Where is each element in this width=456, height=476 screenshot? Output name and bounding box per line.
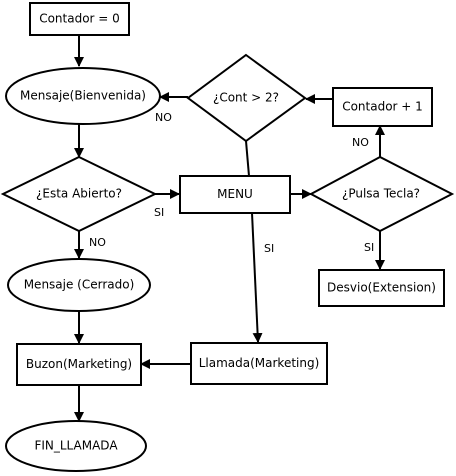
edge-label-cont-no: NO (155, 111, 172, 124)
cond-pulsa-label: ¿Pulsa Tecla? (342, 187, 420, 201)
mensaje-cerrado-ellipse: Mensaje (Cerrado) (7, 258, 151, 312)
buzon-box: Buzon(Marketing) (16, 343, 142, 386)
menu-label: MENU (217, 187, 253, 201)
llamada-label: Llamada(Marketing) (199, 356, 320, 370)
edge-label-abierto-no: NO (89, 236, 106, 249)
fin-llamada-label: FIN_LLAMADA (34, 439, 118, 453)
edge-label-pulsa-no: NO (352, 136, 369, 149)
llamada-box: Llamada(Marketing) (190, 342, 328, 385)
edge-label-abierto-si: SI (154, 206, 164, 219)
edge-menu-to-llamada (251, 212, 263, 343)
buzon-label: Buzon(Marketing) (26, 357, 132, 371)
cond-abierto-label: ¿Esta Abierto? (36, 187, 122, 201)
contador-init-label: Contador = 0 (39, 12, 120, 26)
edge-cont-to-menu (245, 140, 250, 177)
contador-inc-box: Contador + 1 (332, 87, 433, 127)
mensaje-cerrado-label: Mensaje (Cerrado) (24, 278, 135, 292)
edge-label-menu-si: SI (264, 242, 274, 255)
edge-label-pulsa-si: SI (364, 241, 374, 254)
desvio-label: Desvio(Extension) (327, 281, 436, 295)
menu-box: MENU (179, 175, 291, 214)
cond-cont-label: ¿Cont > 2? (213, 91, 279, 105)
mensaje-bienvenida-label: Mensaje(Bienvenida) (20, 89, 146, 103)
mensaje-bienvenida-ellipse: Mensaje(Bienvenida) (5, 67, 161, 125)
cond-abierto-diamond: ¿Esta Abierto? (0, 155, 158, 233)
desvio-box: Desvio(Extension) (318, 269, 445, 307)
fin-llamada-ellipse: FIN_LLAMADA (5, 420, 147, 472)
contador-init-box: Contador = 0 (29, 2, 130, 36)
cond-cont-diamond: ¿Cont > 2? (186, 53, 307, 143)
cond-pulsa-diamond: ¿Pulsa Tecla? (308, 155, 455, 233)
contador-inc-label: Contador + 1 (342, 100, 423, 114)
